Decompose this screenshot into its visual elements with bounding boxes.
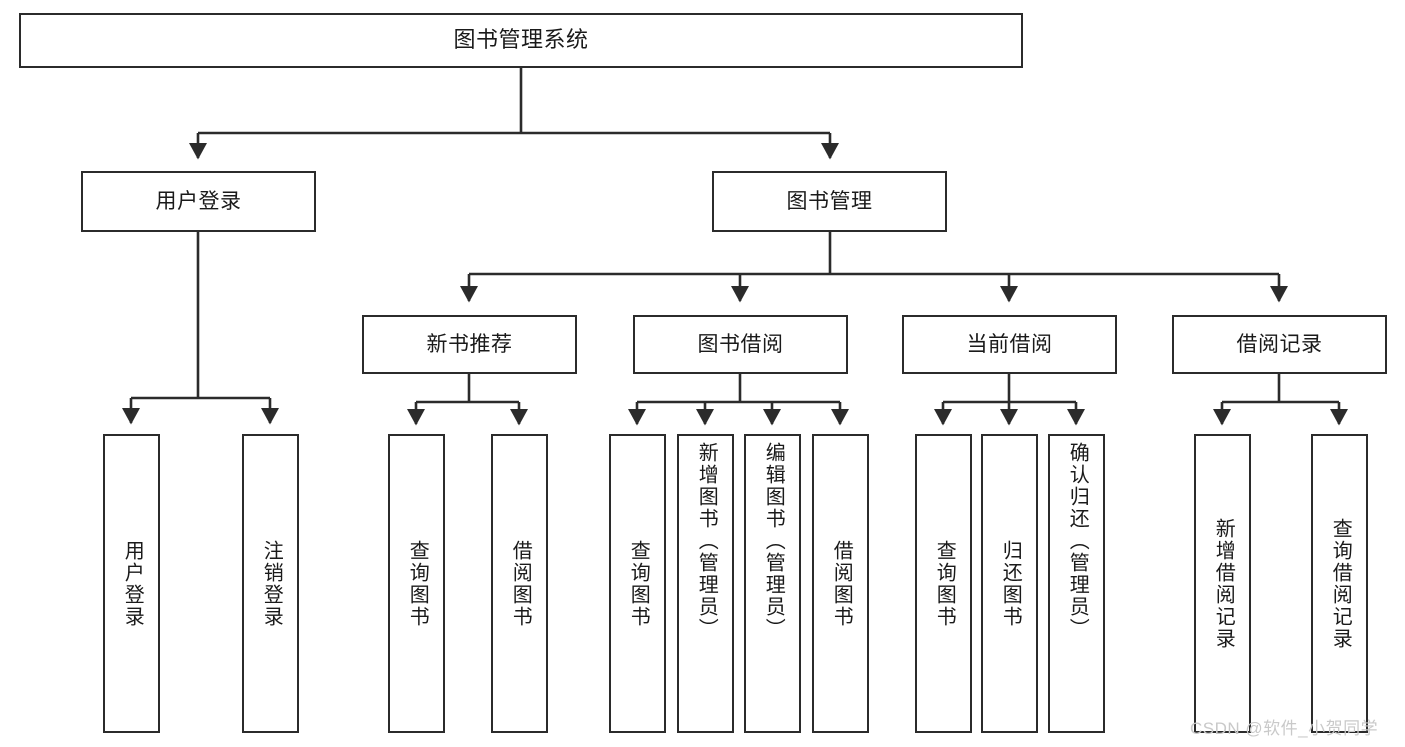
- node-label: 借阅图书: [830, 539, 853, 628]
- node-label: 用户登录: [155, 189, 242, 213]
- csdn-watermark: CSDN @软件_小贺同学: [1190, 719, 1379, 738]
- leaf-borrow-borrow-book[interactable]: 借阅图书: [812, 434, 869, 733]
- leaf-recommend-borrow-book[interactable]: 借阅图书: [491, 434, 548, 733]
- node-label: 当前借阅: [966, 332, 1053, 356]
- node-current-borrow[interactable]: 当前借阅: [902, 315, 1117, 374]
- node-label: 新书推荐: [426, 332, 513, 356]
- node-label: 借阅图书: [509, 539, 532, 628]
- node-label: 新增借阅记录: [1212, 517, 1235, 650]
- node-book-borrow[interactable]: 图书借阅: [633, 315, 848, 374]
- leaf-borrow-edit-book-admin[interactable]: 编辑图书（管理员）: [744, 434, 801, 733]
- node-label: 查询借阅记录: [1329, 517, 1352, 650]
- node-borrow-record[interactable]: 借阅记录: [1172, 315, 1387, 374]
- node-label: 归还图书: [999, 539, 1022, 628]
- node-label: 编辑图书（管理员）: [762, 442, 785, 640]
- node-label: 新增图书（管理员）: [695, 442, 718, 640]
- leaf-current-confirm-return-admin[interactable]: 确认归还（管理员）: [1048, 434, 1105, 733]
- leaf-user-login-logout[interactable]: 注销登录: [242, 434, 299, 733]
- leaf-record-query-record[interactable]: 查询借阅记录: [1311, 434, 1368, 733]
- node-new-book-recommend[interactable]: 新书推荐: [362, 315, 577, 374]
- node-label: 查询图书: [627, 539, 650, 628]
- node-label: 图书管理系统: [453, 27, 589, 53]
- node-book-management[interactable]: 图书管理: [712, 171, 947, 232]
- node-root-system[interactable]: 图书管理系统: [19, 13, 1023, 68]
- leaf-borrow-query-book[interactable]: 查询图书: [609, 434, 666, 733]
- leaf-current-query-book[interactable]: 查询图书: [915, 434, 972, 733]
- leaf-user-login-login[interactable]: 用户登录: [103, 434, 160, 733]
- node-label: 借阅记录: [1236, 332, 1323, 356]
- node-user-login[interactable]: 用户登录: [81, 171, 316, 232]
- node-label: 用户登录: [121, 539, 144, 628]
- node-label: 确认归还（管理员）: [1066, 442, 1089, 640]
- leaf-record-add-record[interactable]: 新增借阅记录: [1194, 434, 1251, 733]
- node-label: 注销登录: [260, 539, 283, 628]
- node-label: 查询图书: [933, 539, 956, 628]
- node-label: 图书管理: [786, 189, 873, 213]
- leaf-current-return-book[interactable]: 归还图书: [981, 434, 1038, 733]
- node-label: 查询图书: [406, 539, 429, 628]
- node-label: 图书借阅: [697, 332, 784, 356]
- leaf-recommend-query-book[interactable]: 查询图书: [388, 434, 445, 733]
- leaf-borrow-add-book-admin[interactable]: 新增图书（管理员）: [677, 434, 734, 733]
